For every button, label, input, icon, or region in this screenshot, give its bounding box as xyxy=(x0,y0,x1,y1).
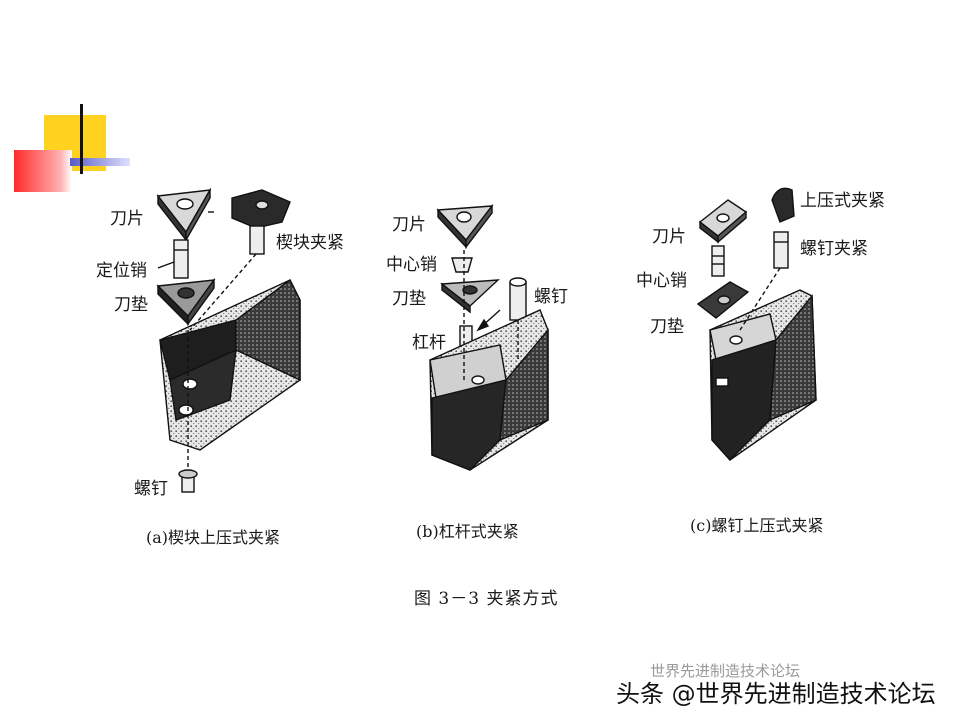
figure-title: 图 3－3 夹紧方式 xyxy=(414,589,559,609)
slide-decoration-red xyxy=(14,150,72,192)
panel-a-label-pad: 刀垫 xyxy=(114,295,148,315)
panel-a-label-screw: 螺钉 xyxy=(134,479,168,499)
panel-c-label-pad: 刀垫 xyxy=(650,317,684,337)
panel-b-label-center-pin: 中心销 xyxy=(386,255,437,275)
panel-c-label-center-pin: 中心销 xyxy=(636,271,687,291)
panel-b-caption: (b)杠杆式夹紧 xyxy=(416,522,519,541)
panel-a-label-locating-pin: 定位销 xyxy=(96,261,147,281)
panel-a-label-wedge: 楔块夹紧 xyxy=(276,233,344,253)
panel-c-label-top-clamp: 上压式夹紧 xyxy=(800,191,885,211)
watermark-line2: 头条 @世界先进制造技术论坛 xyxy=(616,680,936,708)
panel-b-drawing xyxy=(429,203,549,471)
slide-decoration-vline xyxy=(80,104,83,174)
panel-a-caption: (a)楔块上压式夹紧 xyxy=(146,528,281,547)
panel-a-label-blade: 刀片 xyxy=(110,209,144,229)
watermark-line1: 世界先进制造技术论坛 xyxy=(650,662,801,680)
panel-c-caption: (c)螺钉上压式夹紧 xyxy=(690,516,824,535)
panel-b-label-lever: 杠杆 xyxy=(412,333,446,353)
panel-c-label-blade: 刀片 xyxy=(652,227,686,247)
panel-b-label-screw: 螺钉 xyxy=(534,287,568,307)
panel-b-label-pad: 刀垫 xyxy=(392,289,426,309)
panel-c-drawing xyxy=(696,187,817,462)
panel-b-label-blade: 刀片 xyxy=(392,215,426,235)
slide-decoration-blue xyxy=(70,158,130,166)
panel-a-drawing xyxy=(156,187,301,493)
panel-c-label-screw-clamp: 螺钉夹紧 xyxy=(800,239,868,259)
